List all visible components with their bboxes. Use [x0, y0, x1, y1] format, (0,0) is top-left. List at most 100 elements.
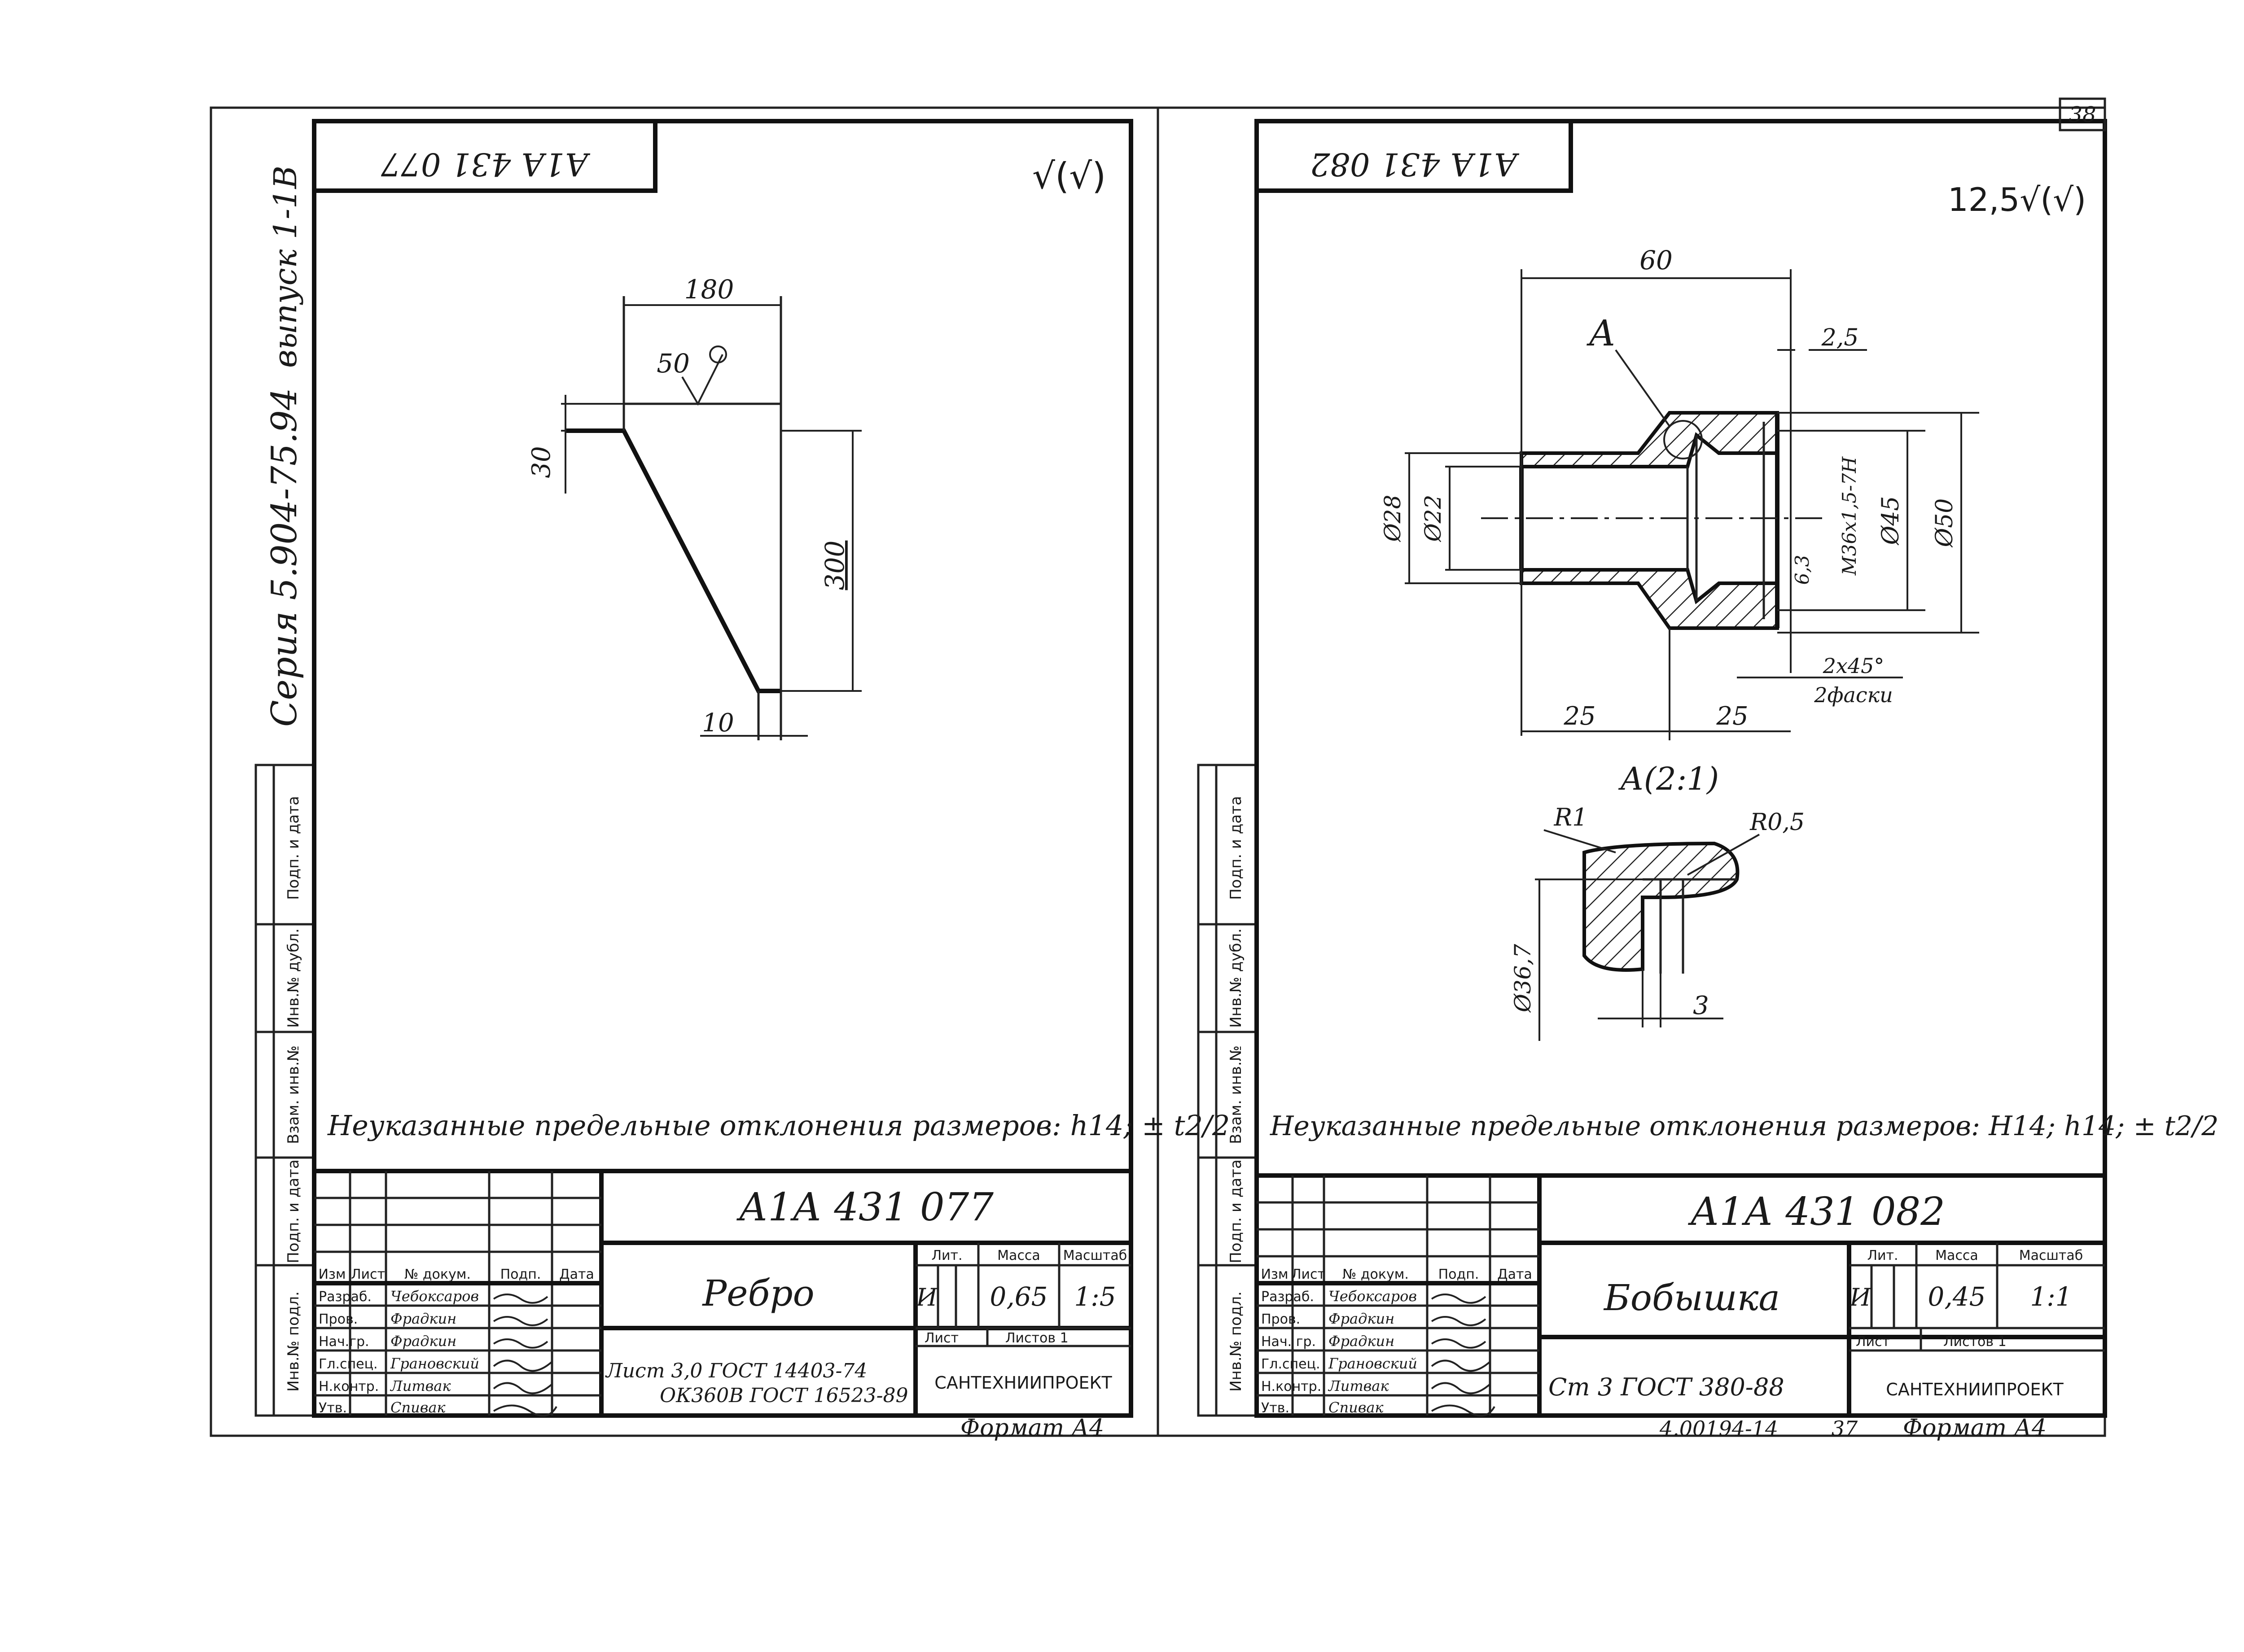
- dim-25-left: 25: [1563, 702, 1595, 731]
- right-role-2: Пров.: [1261, 1311, 1300, 1327]
- right-lit-header: Лит.: [1867, 1248, 1898, 1263]
- right-col-list: Лист: [1291, 1267, 1325, 1282]
- left-mass: 0,65: [990, 1281, 1047, 1312]
- roughness-circle-icon: [709, 345, 727, 363]
- left-frame: [312, 119, 1133, 1418]
- right-side-label-1: Подп. и дата: [1227, 796, 1245, 900]
- right-name-2: Фрадкин: [1328, 1310, 1394, 1327]
- detail-r1: R1: [1553, 803, 1587, 831]
- detail-dia367: Ø36,7: [1510, 944, 1536, 1014]
- left-lit-header: Лит.: [931, 1248, 962, 1263]
- right-format: Формат А4: [1903, 1415, 2047, 1442]
- left-col-list: Лист: [351, 1267, 385, 1282]
- left-side-label-5: Инв.№ подл.: [285, 1291, 302, 1392]
- left-side-label-1: Подп. и дата: [285, 796, 302, 900]
- left-signature-6: [493, 1404, 557, 1417]
- left-part-name: Ребро: [701, 1272, 814, 1314]
- right-mass: 0,45: [1928, 1281, 1985, 1312]
- dim-dia45: Ø45: [1877, 496, 1904, 546]
- right-org: САНТЕХНИИПРОЕКТ: [1886, 1380, 2064, 1399]
- right-role-6: Утв.: [1261, 1400, 1289, 1416]
- detail-a-label: А: [1587, 312, 1616, 354]
- left-lit: И: [916, 1283, 938, 1311]
- left-roughness-icon: √(√): [1032, 155, 1106, 197]
- left-role-6: Утв.: [319, 1400, 347, 1416]
- dim-25-right: 25: [1716, 702, 1748, 731]
- right-sheet-label: Лист: [1856, 1334, 1890, 1350]
- left-role-2: Пров.: [319, 1311, 358, 1327]
- left-name-2: Фрадкин: [390, 1310, 456, 1327]
- left-col-sign: Подп.: [500, 1267, 541, 1282]
- left-format: Формат А4: [960, 1415, 1104, 1442]
- right-scale-header: Масштаб: [2019, 1248, 2083, 1263]
- right-part-name: Бобышка: [1603, 1277, 1780, 1319]
- left-scale-header: Масштаб: [1063, 1248, 1127, 1263]
- left-role-1: Разраб.: [319, 1289, 372, 1305]
- left-col-doc: № докум.: [404, 1267, 471, 1282]
- boss-section: [1481, 411, 1822, 630]
- right-col-sign: Подп.: [1438, 1267, 1479, 1282]
- right-stamp: А1А 431 082: [1310, 146, 1520, 183]
- right-role-4: Гл.спец.: [1261, 1356, 1320, 1372]
- left-side-label-2: Инв.№ дубл.: [285, 928, 302, 1028]
- right-name-5: Литвак: [1328, 1377, 1389, 1394]
- right-material: Ст 3 ГОСТ 380-88: [1548, 1373, 1784, 1401]
- right-side-label-3: Взам. инв.№: [1227, 1045, 1245, 1144]
- left-col-date: Дата: [559, 1267, 594, 1282]
- detail-title: А(2:1): [1618, 760, 1719, 797]
- left-role-5: Н.контр.: [319, 1379, 379, 1394]
- series-label: Серия 5.904-75.94: [264, 388, 305, 727]
- left-stamp-box: [312, 119, 657, 193]
- dim-chamfer: 2х45°: [1823, 654, 1885, 678]
- right-col-izm: Изм: [1261, 1267, 1288, 1282]
- left-name-5: Литвак: [390, 1377, 451, 1394]
- left-material-1: Лист 3,0 ГОСТ 14403-74: [605, 1359, 867, 1382]
- issue-label: выпуск 1-1В: [267, 166, 304, 368]
- dim-chamfer-count: 2фаски: [1814, 683, 1893, 707]
- right-signature-4: [1431, 1359, 1491, 1372]
- left-name-6: Спивак: [390, 1399, 446, 1416]
- right-roughness-icon: 12,5√(√): [1948, 181, 2086, 219]
- left-col-izm: Изм: [318, 1267, 346, 1282]
- right-stamp-box: [1254, 119, 1573, 193]
- right-doc-number: А1А 431 082: [1687, 1189, 1945, 1234]
- detail-a-marker: [1663, 420, 1703, 459]
- left-signature-1: [493, 1294, 548, 1304]
- left-signature-2: [493, 1316, 548, 1326]
- detail-r05: R0,5: [1749, 809, 1805, 836]
- left-sheet: Подп. и дата Инв.№ дубл. Взам. инв.№ Под…: [254, 119, 1230, 1442]
- left-tolerance-note: Неуказанные предельные отклонения размер…: [327, 1109, 1230, 1142]
- right-mass-header: Масса: [1935, 1248, 1978, 1263]
- left-org: САНТЕХНИИПРОЕКТ: [934, 1373, 1112, 1393]
- right-title-block: Изм Лист № докум. Подп. Дата Разраб. Про…: [1254, 1173, 2107, 1418]
- dim-dia22: Ø22: [1420, 495, 1446, 543]
- dim-50: 50: [657, 348, 690, 379]
- left-title-block: Изм Лист № докум. Подп. Дата Разраб. Про…: [312, 1169, 1133, 1418]
- right-signature-5: [1431, 1382, 1491, 1394]
- right-bottom-code: 4.00194-14: [1659, 1416, 1778, 1441]
- left-role-3: Нач.гр.: [319, 1334, 369, 1350]
- left-signature-5: [493, 1382, 553, 1394]
- right-name-3: Фрадкин: [1328, 1333, 1394, 1350]
- right-sheet: Подп. и дата Инв.№ дубл. Взам. инв.№ Под…: [1197, 97, 2218, 1442]
- right-role-5: Н.контр.: [1261, 1379, 1321, 1394]
- right-lit: И: [1849, 1283, 1871, 1311]
- right-side-label-5: Инв.№ подл.: [1227, 1291, 1245, 1392]
- left-signature-3: [493, 1338, 548, 1349]
- right-sheets-label: Листов 1: [1943, 1334, 2007, 1350]
- right-role-1: Разраб.: [1261, 1289, 1314, 1305]
- right-signature-2: [1431, 1316, 1486, 1326]
- right-col-date: Дата: [1497, 1267, 1532, 1282]
- dim-30: 30: [527, 446, 556, 478]
- detail-d3: 3: [1693, 991, 1709, 1020]
- right-signature-3: [1431, 1338, 1486, 1349]
- rib-outline: [565, 428, 781, 693]
- right-role-3: Нач. гр.: [1261, 1334, 1316, 1350]
- left-side-label-4: Подп. и дата: [285, 1159, 302, 1263]
- left-name-3: Фрадкин: [390, 1333, 456, 1350]
- dim-180: 180: [684, 274, 734, 305]
- left-doc-number: А1А 431 077: [736, 1185, 994, 1230]
- right-signature-1: [1431, 1294, 1486, 1304]
